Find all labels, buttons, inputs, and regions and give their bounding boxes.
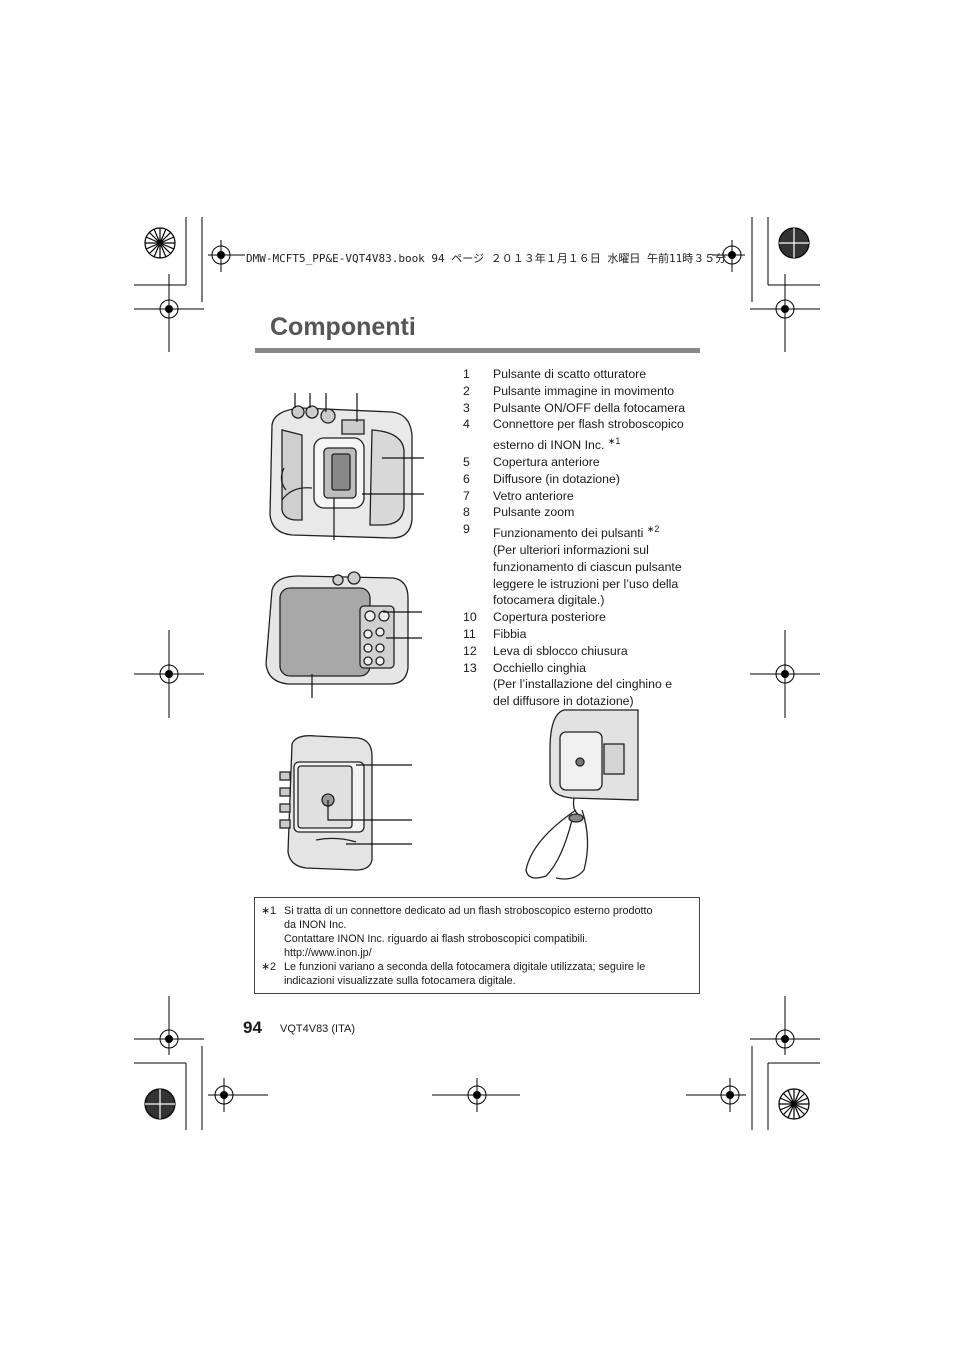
- part-label-cont: del diffusore in dotazione): [493, 694, 634, 709]
- part-item: 7 Vetro anteriore: [463, 488, 708, 505]
- part-number: 3: [463, 400, 470, 415]
- part-label: Copertura anteriore: [493, 454, 600, 469]
- part-item: 4 Connettore per flash stroboscopico est…: [463, 416, 708, 454]
- footnote-line: Le funzioni variano a seconda della foto…: [284, 961, 646, 973]
- housing-side-illustration: [279, 735, 412, 871]
- section-title: Componenti: [270, 313, 416, 341]
- part-number: 5: [463, 454, 470, 469]
- part-label: Funzionamento dei pulsanti: [493, 526, 644, 541]
- part-number: 13: [463, 660, 477, 675]
- part-number: 6: [463, 471, 470, 486]
- part-item: 9 Funzionamento dei pulsanti ∗2 (Per ult…: [463, 521, 708, 609]
- title-rule: [255, 348, 700, 353]
- part-label-cont: funzionamento di ciascun pulsante: [493, 559, 682, 574]
- part-label-cont: leggere le istruzioni per l’uso della: [493, 576, 679, 591]
- part-label: Vetro anteriore: [493, 488, 574, 503]
- housing-front-illustration: [269, 393, 424, 540]
- footnote-url: http://www.inon.jp/: [284, 947, 372, 959]
- part-number: 8: [463, 505, 470, 520]
- part-label: Pulsante zoom: [493, 505, 575, 520]
- part-number: 1: [463, 367, 470, 381]
- footnote-mark: ∗1: [261, 905, 277, 917]
- part-item: 3 Pulsante ON/OFF della fotocamera: [463, 400, 708, 417]
- footnote-line: Si tratta di un connettore dedicato ad u…: [284, 905, 653, 917]
- part-item: 8 Pulsante zoom: [463, 504, 708, 521]
- footnote-ref: ∗1: [607, 436, 621, 447]
- part-item: 6 Diffusore (in dotazione): [463, 471, 708, 488]
- part-number: 11: [463, 626, 476, 641]
- part-item: 2 Pulsante immagine in movimento: [463, 383, 708, 400]
- footnote-line: indicazioni visualizzate sulla fotocamer…: [284, 975, 516, 987]
- part-label: Pulsante ON/OFF della fotocamera: [493, 400, 686, 415]
- part-label: Diffusore (in dotazione): [493, 471, 620, 486]
- part-label: Connettore per flash stroboscopico: [493, 417, 684, 432]
- part-label: Leva di sblocco chiusura: [493, 643, 628, 658]
- part-item: 10 Copertura posteriore: [463, 609, 708, 626]
- print-info-line: DMW-MCFT5_PP&E-VQT4V83.book 94 ページ ２０１３年…: [246, 252, 727, 265]
- part-number: 12: [463, 643, 477, 658]
- part-number: 4: [463, 417, 470, 432]
- part-label-cont: esterno di INON Inc.: [493, 438, 605, 453]
- parts-list: 1 Pulsante di scatto otturatore 2 Pulsan…: [463, 366, 708, 710]
- part-item: 5 Copertura anteriore: [463, 454, 708, 471]
- document-code: VQT4V83 (ITA): [280, 1023, 355, 1035]
- part-item: 1 Pulsante di scatto otturatore: [463, 366, 708, 383]
- part-number: 7: [463, 488, 470, 503]
- part-number: 9: [463, 522, 470, 537]
- page-number: 94: [243, 1018, 262, 1037]
- part-number: 10: [463, 610, 477, 625]
- part-label-cont: fotocamera digitale.): [493, 593, 605, 608]
- footnote-ref: ∗2: [646, 524, 660, 535]
- part-item: 13 Occhiello cinghia (Per l’installazion…: [463, 660, 708, 710]
- part-label: Pulsante immagine in movimento: [493, 383, 675, 398]
- footnote-line: Contattare INON Inc. riguardo ai flash s…: [284, 933, 588, 945]
- part-number: 2: [463, 383, 470, 398]
- part-item: 11 Fibbia: [463, 626, 708, 643]
- part-label: Occhiello cinghia: [493, 660, 586, 675]
- housing-back-illustration: [265, 571, 422, 698]
- part-label-cont: (Per ulteriori informazioni sul: [493, 542, 649, 557]
- part-label: Pulsante di scatto otturatore: [493, 367, 647, 381]
- part-item: 12 Leva di sblocco chiusura: [463, 643, 708, 660]
- part-label: Fibbia: [493, 626, 527, 641]
- part-label: Copertura posteriore: [493, 610, 606, 625]
- footnotes-box: ∗1 Si tratta di un connettore dedicato a…: [254, 897, 700, 994]
- footnote-line: da INON Inc.: [284, 919, 347, 931]
- strap-illustration: [525, 709, 639, 880]
- part-label-cont: (Per l’installazione del cinghino e: [493, 677, 673, 692]
- footnote-mark: ∗2: [261, 961, 277, 973]
